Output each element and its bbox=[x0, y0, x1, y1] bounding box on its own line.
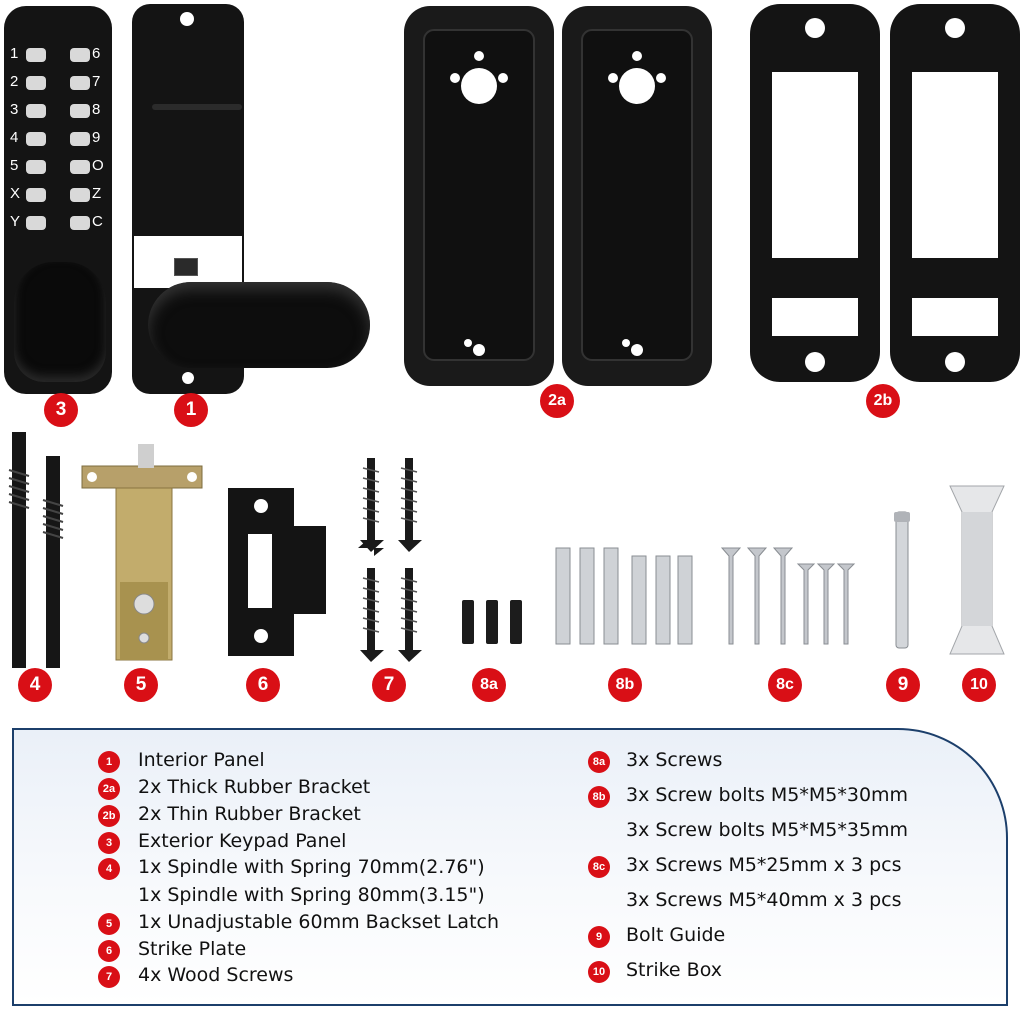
part-badge-9: 9 bbox=[886, 668, 920, 702]
part-badge-4: 4 bbox=[18, 668, 52, 702]
interior-lever-handle bbox=[148, 282, 370, 368]
legend-badge-3: 3 bbox=[98, 832, 120, 854]
keypad-key-button bbox=[26, 216, 46, 230]
part-badge-3: 3 bbox=[44, 393, 78, 427]
set-screws bbox=[462, 600, 522, 644]
legend-badge-1: 1 bbox=[98, 751, 120, 773]
part-badge-1: 1 bbox=[174, 393, 208, 427]
keypad-key-button bbox=[70, 76, 90, 90]
legend-item-bolt-guide: Bolt Guide bbox=[626, 924, 726, 946]
part-badge-8b: 8b bbox=[608, 668, 642, 702]
keypad-key-label: C bbox=[92, 213, 103, 230]
part-badge-6: 6 bbox=[246, 668, 280, 702]
keypad-key-button bbox=[26, 104, 46, 118]
part-badge-5: 5 bbox=[124, 668, 158, 702]
keypad-key-button bbox=[26, 76, 46, 90]
spindles-with-spring bbox=[8, 432, 64, 668]
legend-item-screws-25: 3x Screws M5*25mm x 3 pcs bbox=[626, 854, 902, 876]
exterior-keypad-panel: 1 6 2 7 3 8 4 9 5 O X Z Y C bbox=[4, 6, 112, 394]
part-badge-8c: 8c bbox=[768, 668, 802, 702]
keypad-key-label: 6 bbox=[92, 45, 101, 62]
keypad-key-button bbox=[70, 104, 90, 118]
legend-badge-8a: 8a bbox=[588, 751, 610, 773]
legend-badge-7: 7 bbox=[98, 966, 120, 988]
legend-item-bolts-35: 3x Screw bolts M5*M5*35mm bbox=[626, 819, 909, 841]
legend-badge-4: 4 bbox=[98, 858, 120, 880]
exterior-knob bbox=[14, 262, 106, 382]
keypad-key-label: 8 bbox=[92, 101, 101, 118]
backset-latch bbox=[81, 444, 203, 661]
legend-badge-2b: 2b bbox=[98, 805, 120, 827]
keypad-key-button bbox=[70, 132, 90, 146]
legend-badge-2a: 2a bbox=[98, 778, 120, 800]
keypad-key-button bbox=[70, 216, 90, 230]
keypad-key-button bbox=[70, 48, 90, 62]
part-badge-8a: 8a bbox=[472, 668, 506, 702]
legend-item-bolts-30: 3x Screw bolts M5*M5*30mm bbox=[626, 784, 909, 806]
keypad-key-label: Z bbox=[92, 185, 102, 202]
thick-rubber-brackets bbox=[404, 6, 712, 386]
legend-badge-5: 5 bbox=[98, 913, 120, 935]
keypad-key-label: Y bbox=[10, 213, 21, 230]
thin-rubber-brackets bbox=[750, 4, 1020, 382]
keypad-key-label: 9 bbox=[92, 129, 101, 146]
keypad-key-label: X bbox=[10, 185, 21, 202]
keypad-keys: 1 6 2 7 3 8 4 9 5 O X Z Y C bbox=[4, 6, 112, 256]
legend-badge-10: 10 bbox=[588, 961, 610, 983]
keypad-key-button bbox=[70, 160, 90, 174]
legend-item-screws: 3x Screws bbox=[626, 749, 723, 771]
interior-bottom-hole bbox=[182, 372, 194, 384]
bolt-guide bbox=[894, 511, 910, 649]
parts-legend-panel bbox=[12, 728, 1008, 1006]
keypad-key-button bbox=[26, 160, 46, 174]
legend-item-thick-bracket: 2x Thick Rubber Bracket bbox=[138, 776, 371, 798]
keypad-key-label: 1 bbox=[10, 45, 19, 62]
keypad-key-label: 7 bbox=[92, 73, 101, 90]
legend-badge-8b: 8b bbox=[588, 786, 610, 808]
part-badge-2b: 2b bbox=[866, 384, 900, 418]
interior-switch bbox=[174, 258, 198, 276]
keypad-key-button bbox=[70, 188, 90, 202]
interior-top-hole bbox=[180, 12, 194, 26]
screw-bolts bbox=[555, 547, 693, 645]
keypad-key-label: 5 bbox=[10, 157, 19, 174]
part-badge-10: 10 bbox=[962, 668, 996, 702]
legend-badge-8c: 8c bbox=[588, 856, 610, 878]
legend-item-keypad-panel: Exterior Keypad Panel bbox=[138, 830, 347, 852]
keypad-key-label: O bbox=[92, 157, 104, 174]
legend-item-latch: 1x Unadjustable 60mm Backset Latch bbox=[138, 911, 500, 933]
legend-item-strike-plate: Strike Plate bbox=[138, 938, 247, 960]
keypad-key-label: 3 bbox=[10, 101, 19, 118]
part-badge-7: 7 bbox=[372, 668, 406, 702]
keypad-key-button bbox=[26, 132, 46, 146]
part-badge-2a: 2a bbox=[540, 384, 574, 418]
interior-ridge bbox=[152, 104, 242, 110]
keypad-key-label: 4 bbox=[10, 129, 19, 146]
legend-badge-6: 6 bbox=[98, 940, 120, 962]
keypad-key-button bbox=[26, 188, 46, 202]
legend-item-spindle-70: 1x Spindle with Spring 70mm(2.76") bbox=[138, 856, 485, 878]
legend-item-strike-box: Strike Box bbox=[626, 959, 722, 981]
strike-plate bbox=[228, 488, 326, 656]
legend-item-wood-screws: 4x Wood Screws bbox=[138, 964, 294, 986]
strike-box bbox=[949, 485, 1005, 655]
legend-item-spindle-80: 1x Spindle with Spring 80mm(3.15") bbox=[138, 884, 485, 906]
legend-badge-9: 9 bbox=[588, 926, 610, 948]
keypad-key-button bbox=[26, 48, 46, 62]
legend-item-screws-40: 3x Screws M5*40mm x 3 pcs bbox=[626, 889, 902, 911]
wood-screws bbox=[358, 458, 422, 662]
machine-screws bbox=[720, 547, 856, 645]
legend-item-interior-panel: Interior Panel bbox=[138, 749, 265, 771]
legend-item-thin-bracket: 2x Thin Rubber Bracket bbox=[138, 803, 361, 825]
keypad-key-label: 2 bbox=[10, 73, 19, 90]
